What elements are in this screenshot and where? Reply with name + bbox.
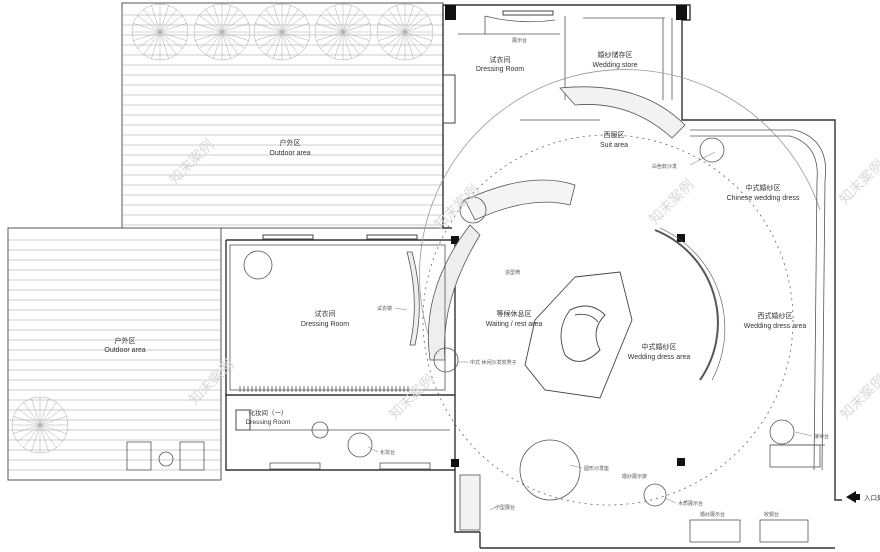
- entrance-arrow-icon: [846, 491, 860, 503]
- callout-wood-stand: 木质展示台: [678, 500, 703, 507]
- callout-white-sofa: 白色软沙发: [652, 163, 677, 170]
- callout-display: 展示台: [512, 37, 527, 44]
- callout-sofa-stool: 中式 休闲沙发软凳子: [470, 359, 517, 366]
- label-dressing-top-en: Dressing Room: [476, 66, 524, 73]
- label-dressing-small-cn: 化妆间（一）: [249, 408, 288, 417]
- callout-chair: 化妆台: [380, 449, 395, 456]
- waiting-curved-sofa: [427, 179, 576, 361]
- callout-mini-stage: 小型展台: [495, 504, 515, 511]
- watermark-6: 知末案例: [836, 156, 880, 208]
- label-waiting-en: Waiting / rest area: [486, 321, 543, 328]
- label-dressing-small-en: Dressing Room: [246, 419, 291, 426]
- central-ring: [419, 69, 821, 506]
- label-chinese-dress-cn: 中式婚纱区: [746, 183, 781, 192]
- callout-mirror: 试衣镜: [377, 305, 392, 312]
- small-dressing-room: [240, 421, 450, 470]
- trees: [11, 3, 434, 454]
- zone-labels: 户外区 Outdoor area 户外区 Outdoor area 试衣间 Dr…: [104, 50, 880, 502]
- label-dressing-main-en: Dressing Room: [301, 321, 349, 328]
- label-chinese-dress-en: Chinese wedding dress: [727, 195, 800, 202]
- outdoor-deck-top: [121, 2, 444, 229]
- main-dressing-room: [229, 244, 446, 392]
- watermarks: 知末案例 知末案例 知末案例 知末案例 知末案例 知末案例 知末案例: [166, 136, 880, 423]
- callout-reception: 接待台: [814, 433, 829, 440]
- label-wedding-right-en: Wedding dress area: [744, 323, 807, 330]
- watermark-4: 知末案例: [646, 176, 698, 228]
- windows: [235, 10, 554, 431]
- label-outdoor-left-cn: 户外区: [115, 336, 136, 345]
- watermark-7: 知末案例: [837, 371, 880, 423]
- watermark-3: 知末案例: [386, 371, 438, 423]
- suit-counter: [520, 86, 686, 139]
- label-outdoor-left-en: Outdoor area: [104, 347, 145, 354]
- label-suit-en: Suit area: [600, 142, 628, 149]
- building-walls: [225, 4, 842, 549]
- label-suit-cn: 西服区: [604, 131, 625, 139]
- central-sofa-island: [524, 271, 633, 399]
- callout-labels: 试衣镜 中式 休闲沙发软凳子 白色软沙发 化妆台 圆形沙发座 小型展台 木质展示…: [377, 37, 829, 518]
- callout-cashier: 收银台: [764, 511, 779, 518]
- label-wedding-store-cn: 婚纱储存区: [598, 50, 633, 59]
- label-wedding-mid-en: Wedding dress area: [628, 354, 691, 361]
- callout-chair-2: 造型椅: [505, 269, 520, 276]
- callout-dress-stage: 婚纱展示台: [700, 511, 725, 518]
- top-dressing-partitions: [458, 15, 673, 100]
- callout-dress-rack: 婚纱展示架: [622, 473, 647, 480]
- watermark-1: 知末案例: [166, 136, 218, 188]
- label-outdoor-top-en: Outdoor area: [269, 150, 310, 157]
- label-dressing-top-cn: 试衣间: [490, 55, 511, 64]
- label-dressing-main-cn: 试衣间: [315, 309, 336, 318]
- label-wedding-right-cn: 西式婚纱区: [758, 311, 793, 320]
- right-curved-wall: [690, 129, 827, 471]
- label-outdoor-top-cn: 户外区: [280, 138, 301, 147]
- label-wedding-mid-cn: 中式婚纱区: [642, 342, 677, 351]
- label-waiting-cn: 等候休息区: [497, 309, 532, 318]
- label-entrance: 入口处: [864, 493, 880, 502]
- callout-leaders: [367, 151, 813, 511]
- outdoor-deck-left: [7, 227, 222, 481]
- columns: [445, 5, 687, 467]
- furniture-pieces: [126, 137, 809, 543]
- label-wedding-store-en: Wedding store: [592, 62, 637, 69]
- callout-round-sofa: 圆形沙发座: [584, 465, 609, 472]
